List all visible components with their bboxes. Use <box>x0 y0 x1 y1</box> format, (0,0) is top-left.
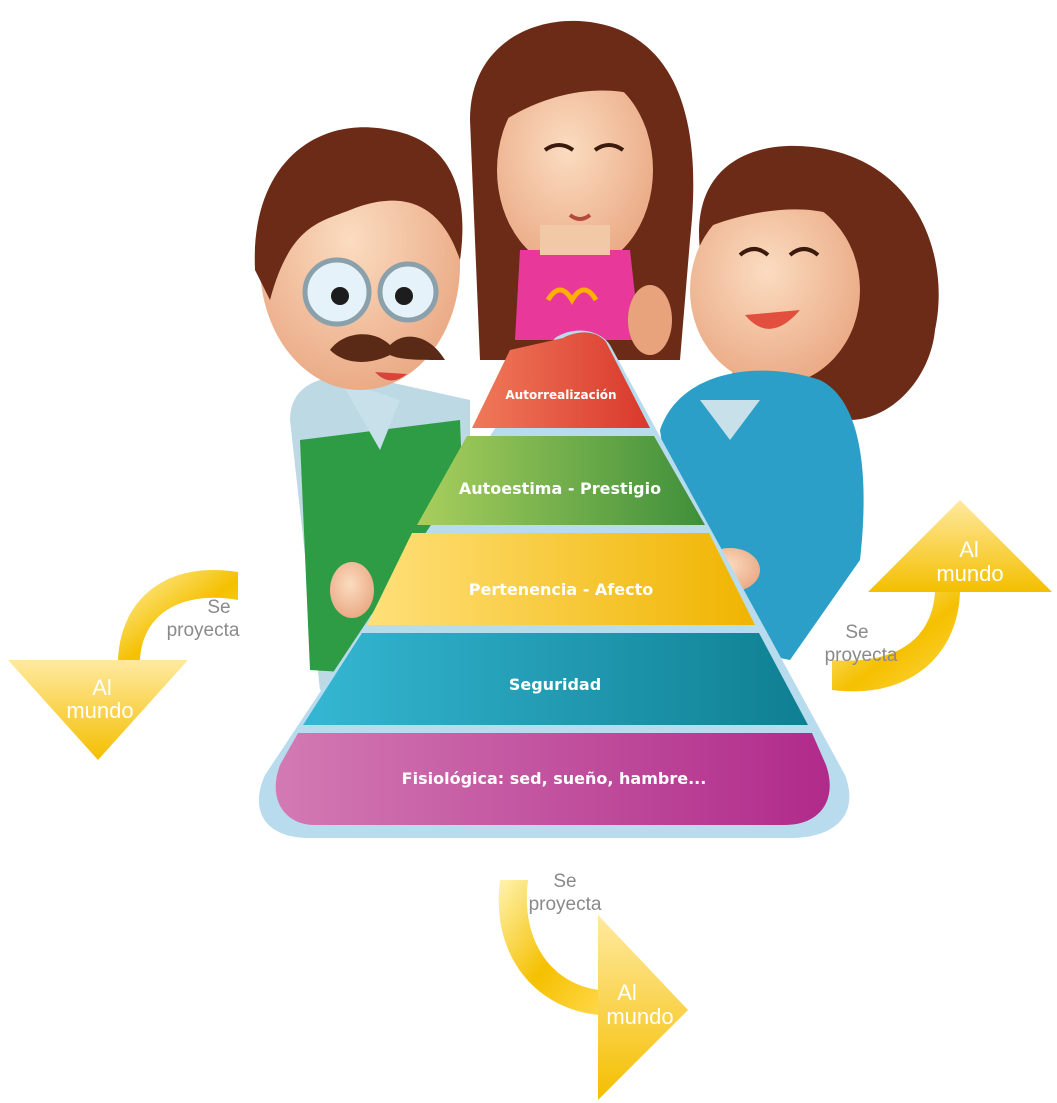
level-label-autoestima: Autoestima - Prestigio <box>459 479 661 498</box>
pyramid-level-pertenencia: Pertenencia - Afecto <box>367 533 755 625</box>
level-label-pertenencia: Pertenencia - Afecto <box>469 580 653 599</box>
right-world-label-2: mundo <box>936 561 1003 586</box>
left-world-label-1: Al <box>92 675 112 700</box>
left-world-label-2: mundo <box>66 698 133 723</box>
projection-arrow-left: Se proyecta Al mundo <box>8 570 240 760</box>
daughter-figure <box>470 20 694 360</box>
pyramid-level-autorrealizacion: Autorrealización <box>472 332 650 428</box>
needs-pyramid: Autorrealización Autoestima - Prestigio … <box>258 330 850 838</box>
right-projects-label-2: proyecta <box>825 645 898 666</box>
level-label-autorrealizacion: Autorrealización <box>505 388 616 402</box>
bottom-world-label-1: Al <box>617 980 637 1005</box>
pyramid-level-seguridad: Seguridad <box>303 633 808 725</box>
right-world-label-1: Al <box>959 537 979 562</box>
left-projects-label-2: proyecta <box>167 620 240 641</box>
level-label-seguridad: Seguridad <box>509 675 601 694</box>
level-label-fisiologica: Fisiológica: sed, sueño, hambre... <box>402 769 707 788</box>
projection-arrow-right: Se proyecta Al mundo <box>825 500 1052 692</box>
right-projects-label-1: Se <box>845 622 868 643</box>
bottom-world-label-2: mundo <box>606 1004 673 1029</box>
bottom-projects-label-1: Se <box>553 871 576 892</box>
projection-arrow-bottom: Se proyecta Al mundo <box>498 871 688 1100</box>
pyramid-level-autoestima: Autoestima - Prestigio <box>417 436 705 525</box>
left-projects-label-1: Se <box>207 597 230 618</box>
bottom-projects-label-2: proyecta <box>529 894 602 915</box>
pyramid-level-fisiologica: Fisiológica: sed, sueño, hambre... <box>275 733 830 825</box>
